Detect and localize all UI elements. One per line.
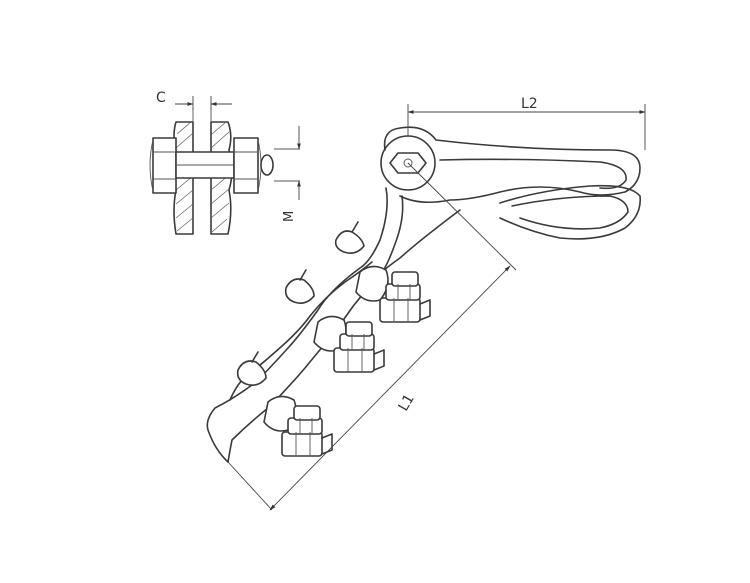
split-pin xyxy=(260,154,274,176)
saddle-clip-top xyxy=(334,221,365,254)
dimension-l1: L1 xyxy=(227,162,517,511)
bolt-head xyxy=(149,137,177,194)
dimension-m-label: M xyxy=(282,211,297,222)
dimension-l2-label: L2 xyxy=(521,96,538,112)
dimension-l2: L2 xyxy=(407,96,646,150)
section-detail: C M xyxy=(149,90,301,235)
dimension-m: M xyxy=(282,126,301,222)
dimension-c-label: C xyxy=(156,90,166,106)
bolt-shank xyxy=(175,151,235,179)
saddle-clip-bottom xyxy=(236,351,267,386)
clamp-body xyxy=(206,126,642,463)
dimension-l1-label: L1 xyxy=(396,392,418,414)
jaw-section-right xyxy=(210,121,233,235)
nut xyxy=(233,137,262,194)
dimension-c: C xyxy=(156,90,232,110)
keeper-plate-1 xyxy=(355,265,389,302)
saddle-clip-middle xyxy=(284,269,315,304)
